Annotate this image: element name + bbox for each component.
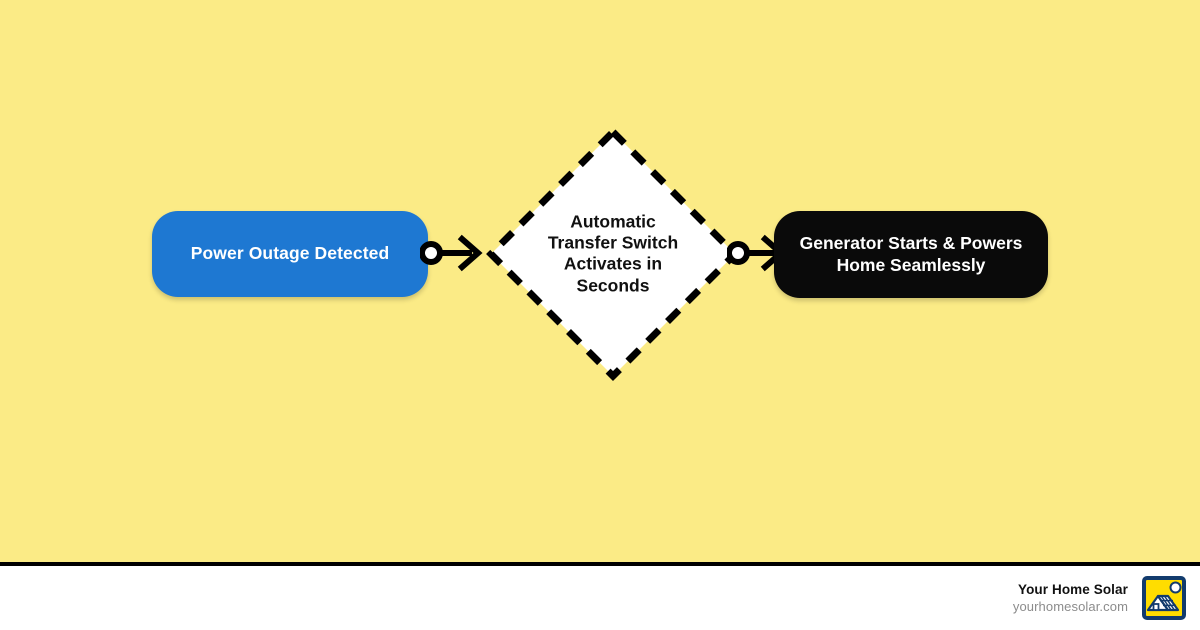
flow-node-power-outage-detected[interactable]: Power Outage Detected [152,211,428,297]
footer-bar: Your Home Solar yourhomesolar.com [0,566,1200,630]
brand-text-block: Your Home Solar yourhomesolar.com [1013,582,1128,614]
brand-url: yourhomesolar.com [1012,598,1128,614]
flow-node-end-label: Generator Starts & Powers Home Seamlessl… [799,233,1023,275]
connector-decision-to-end [726,233,789,278]
diamond-shape-icon [486,127,740,381]
flow-node-start-label: Power Outage Detected [190,243,390,264]
footer-divider [0,562,1200,566]
diagram-canvas: Power Outage Detected Automatic Transfer… [0,0,1200,562]
solar-home-logo-icon [1142,576,1186,620]
flow-node-generator-starts[interactable]: Generator Starts & Powers Home Seamlessl… [774,211,1048,298]
flow-node-decision-label: Automatic Transfer Switch Activates in S… [547,211,679,296]
brand-name: Your Home Solar [1017,581,1128,597]
arrow-icon [419,234,483,272]
flow-node-automatic-transfer-switch[interactable]: Automatic Transfer Switch Activates in S… [483,124,743,384]
connector-start-to-decision [419,233,490,278]
arrow-icon [726,234,786,272]
